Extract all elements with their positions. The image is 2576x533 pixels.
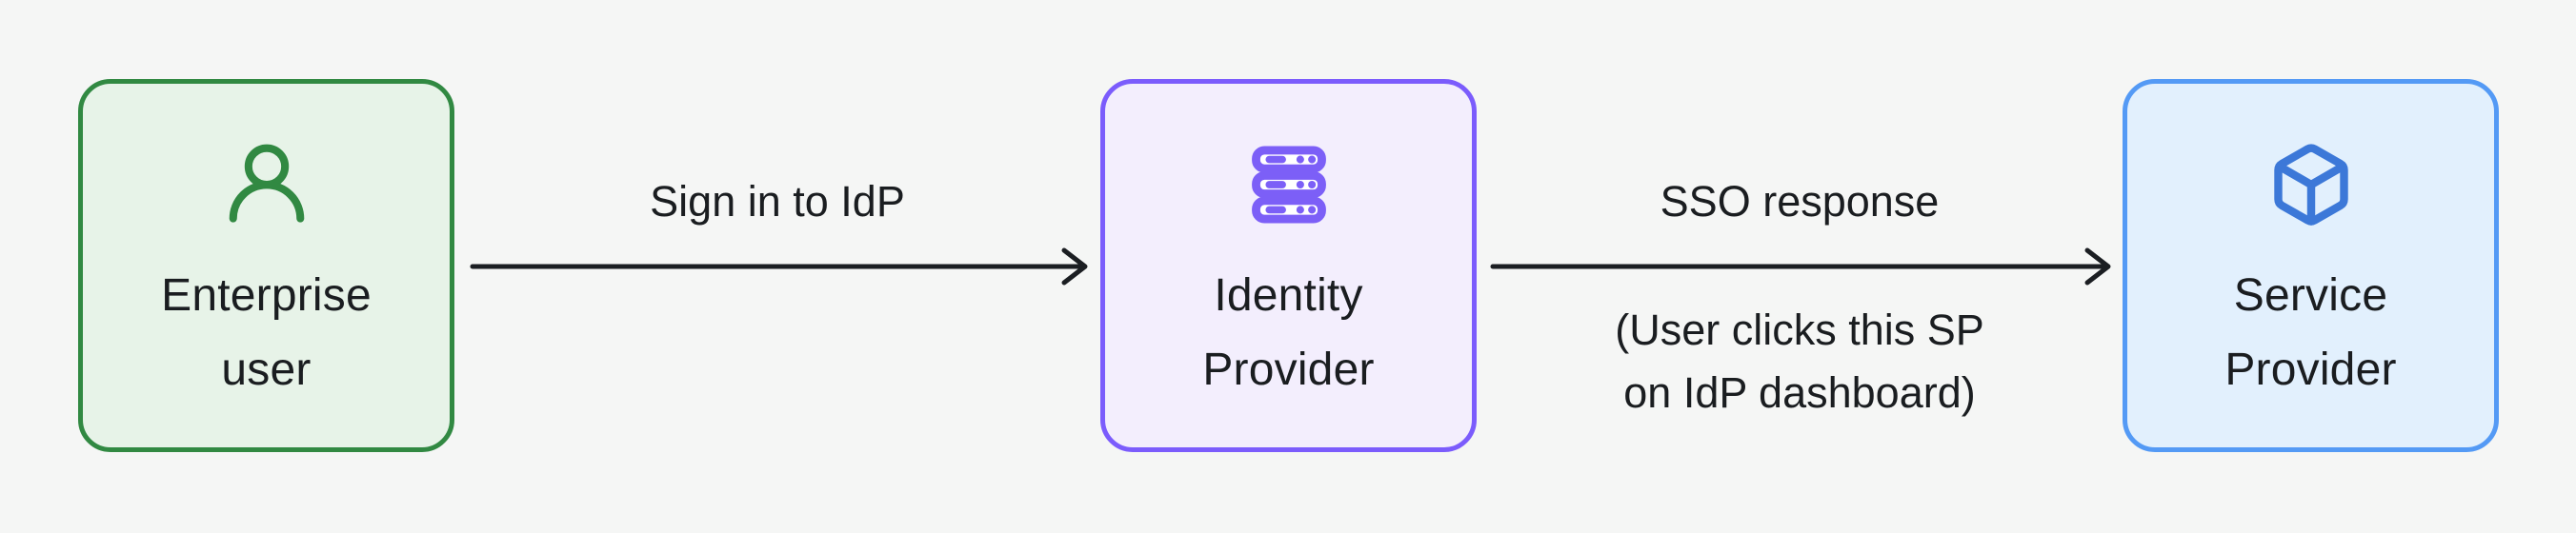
edge-label-sign-in-to-idp: Sign in to IdP	[650, 177, 905, 226]
node-enterprise-user: Enterprise user	[78, 79, 454, 452]
user-icon	[223, 141, 311, 228]
node-identity-provider: Identity Provider	[1100, 79, 1477, 452]
edge-label-sso-response: SSO response	[1660, 177, 1940, 226]
arrow-user-to-idp	[454, 238, 1100, 295]
node-service-provider: Service Provider	[2123, 79, 2499, 452]
cube-icon	[2267, 141, 2355, 228]
node-label-service-provider: Service Provider	[2224, 270, 2397, 395]
node-label-enterprise-user: Enterprise user	[161, 270, 372, 395]
server-icon	[1245, 141, 1333, 228]
node-label-identity-provider: Identity Provider	[1202, 270, 1375, 395]
arrow-idp-to-sp	[1477, 238, 2123, 295]
edge-note-user-clicks-sp: (User clicks this SP on IdP dashboard)	[1615, 306, 1984, 417]
